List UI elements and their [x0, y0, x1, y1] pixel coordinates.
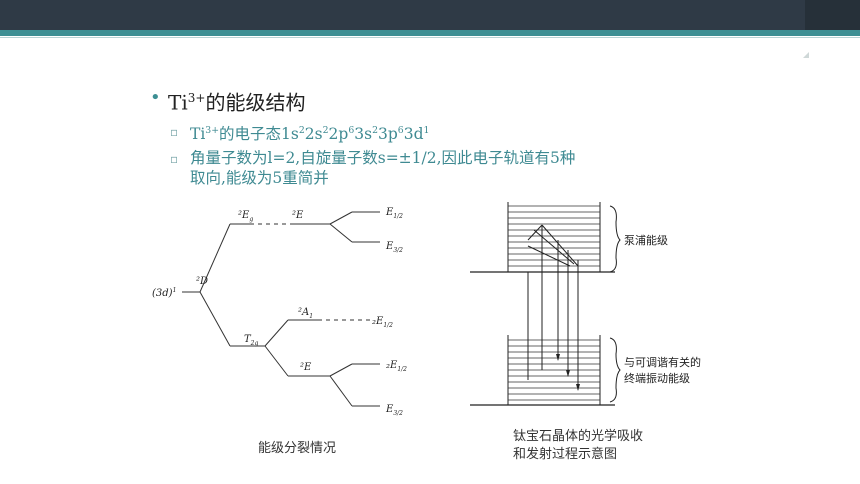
t: 3p — [377, 124, 398, 143]
split-e12-top — [329, 211, 353, 225]
t: 2 — [298, 124, 305, 136]
b1-prefix: Ti — [168, 90, 188, 115]
corner-triangle-mark — [803, 52, 809, 58]
split-e32-low — [329, 375, 353, 407]
label-eg: ²Eg — [238, 210, 253, 223]
branch-e-lower — [264, 345, 289, 377]
branch-a1 — [264, 319, 289, 347]
pump-diag-2 — [541, 224, 579, 267]
branch-eg — [199, 223, 231, 293]
pump-diag-1 — [527, 224, 543, 241]
label-lower-2: 终端振动能级 — [624, 371, 690, 385]
arrow-head-1 — [566, 370, 570, 377]
bullet-electron-state: ▫ Ti3+的电子态1s22s22p63s23p63d1 — [150, 121, 790, 144]
t: 3d — [403, 124, 424, 143]
right-caption-line2: 和发射过程示意图 — [513, 447, 618, 462]
t: Ti — [190, 124, 206, 143]
label-2d: ²D — [196, 276, 208, 287]
absorption-emission-diagram: 泵浦能级 与可调谐有关的 终端振动能级 — [470, 202, 701, 406]
bullet-list: • Ti3+的能级结构 ▫ Ti3+的电子态1s22s22p63s23p63d1… — [150, 84, 790, 188]
b3-line2: 取向,能级为5重简并 — [190, 168, 329, 187]
t: 3s — [354, 124, 373, 143]
energy-splitting-diagram: (3d)1 ²D ²Eg ²E E1/2 E3/2 T2g ²A1 ₂E1/2 … — [152, 207, 407, 417]
label-e12-low: ₂E1/2 — [386, 360, 407, 373]
top-accent-stripe — [0, 30, 860, 36]
t: 2s — [304, 124, 323, 143]
upper-levels — [508, 205, 600, 267]
bullet-dot-icon: • — [150, 87, 161, 108]
t: 3+ — [205, 124, 220, 136]
split-e12-low — [329, 363, 353, 377]
t: 6 — [397, 124, 404, 136]
brace-lower — [609, 337, 621, 403]
label-e12-top: E1/2 — [385, 207, 403, 220]
square-bullet-icon: ▫ — [170, 124, 179, 139]
b1-suffix: 的能级结构 — [205, 90, 306, 115]
corner-tab — [805, 0, 860, 30]
square-bullet-icon: ▫ — [170, 151, 179, 166]
top-thin-line — [0, 37, 860, 38]
pump-diag-4 — [533, 229, 575, 265]
brace-upper — [609, 205, 621, 273]
bullet-level1: • Ti3+的能级结构 — [150, 84, 790, 117]
pump-diag-3 — [527, 245, 571, 267]
label-e32-low: E3/2 — [385, 404, 403, 417]
branch-t2g — [199, 291, 231, 347]
b1-sup: 3+ — [187, 91, 206, 105]
t: 2p — [328, 124, 349, 143]
arrow-head-3 — [556, 354, 560, 361]
label-e-lower: ²E — [300, 362, 312, 373]
lower-levels — [508, 339, 600, 401]
arrow-head-2 — [576, 384, 580, 391]
t: 1 — [423, 124, 430, 136]
label-pump-level: 泵浦能级 — [624, 233, 668, 247]
t: 2 — [372, 124, 378, 136]
left-diagram-caption: 能级分裂情况 — [258, 441, 337, 456]
label-e-upper: ²E — [292, 210, 304, 221]
label-a1: ²A1 — [298, 307, 313, 320]
label-e12-mid: ₂E1/2 — [372, 316, 393, 329]
b3-line1: 角量子数为l=2,自旋量子数s=±1/2,因此电子轨道有5种 — [190, 148, 576, 167]
t: 2 — [322, 124, 329, 136]
t: 6 — [348, 124, 355, 136]
label-3d: (3d)1 — [152, 287, 176, 299]
label-e32-top: E3/2 — [385, 241, 403, 254]
top-banner — [0, 0, 860, 30]
t: 的电子态1s — [219, 124, 299, 143]
right-caption-line1: 钛宝石晶体的光学吸收 — [513, 429, 644, 444]
bullet-quantum-numbers: ▫ 角量子数为l=2,自旋量子数s=±1/2,因此电子轨道有5种 取向,能级为5… — [150, 148, 790, 188]
split-e32-top — [329, 223, 353, 243]
label-lower-1: 与可调谐有关的 — [624, 355, 701, 369]
label-t2g: T2g — [244, 334, 258, 347]
right-diagram-caption: 钛宝石晶体的光学吸收 和发射过程示意图 — [513, 428, 643, 464]
